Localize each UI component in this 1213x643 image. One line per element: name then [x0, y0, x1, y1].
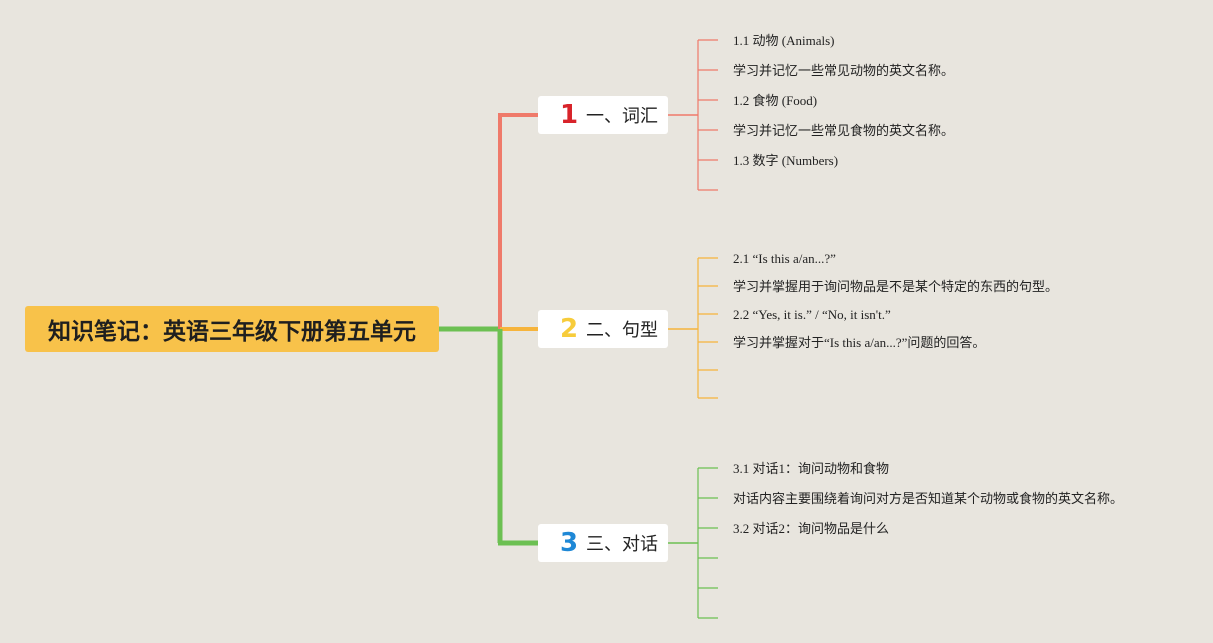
leaf-topic[interactable]: 1.1 动物 (Animals)	[733, 33, 835, 48]
leaf-topic[interactable]: 学习并记忆一些常见动物的英文名称。	[733, 63, 955, 78]
branch-label: 三、对话	[586, 534, 658, 555]
number-1-icon: 1	[559, 100, 579, 130]
leaf-topic[interactable]: 对话内容主要围绕着询问对方是否知道某个动物或食物的英文名称。	[733, 491, 1124, 506]
number-3-icon: 3	[559, 528, 579, 558]
leaf-topic[interactable]: 学习并掌握对于“Is this a/an...?”问题的回答。	[733, 335, 986, 350]
number-2-icon: 2	[559, 314, 579, 344]
branch-dialogues[interactable]: 3 三、对话	[538, 524, 668, 562]
leaf-topic[interactable]: 学习并掌握用于询问物品是不是某个特定的东西的句型。	[733, 279, 1059, 294]
leaf-topic[interactable]: 1.3 数字 (Numbers)	[733, 153, 839, 168]
leaf-topic[interactable]: 3.1 对话1：询问动物和食物	[733, 461, 890, 476]
leaf-topic[interactable]: 3.2 对话2：询问物品是什么	[733, 521, 890, 536]
branch-label: 一、词汇	[586, 106, 658, 127]
leaf-topic[interactable]: 1.2 食物 (Food)	[733, 93, 818, 108]
branch-vocabulary[interactable]: 1 一、词汇	[538, 96, 668, 134]
leaf-topic[interactable]: 2.1 “Is this a/an...?”	[733, 251, 836, 266]
branch-sentence-patterns[interactable]: 2 二、句型	[538, 310, 668, 348]
leaf-topic[interactable]: 2.2 “Yes, it is.” / “No, it isn't.”	[733, 307, 891, 322]
root-topic[interactable]: 知识笔记：英语三年级下册第五单元	[25, 306, 439, 352]
branch-label: 二、句型	[586, 320, 658, 341]
leaf-topic[interactable]: 学习并记忆一些常见食物的英文名称。	[733, 123, 955, 138]
root-title: 知识笔记：英语三年级下册第五单元	[48, 319, 416, 345]
